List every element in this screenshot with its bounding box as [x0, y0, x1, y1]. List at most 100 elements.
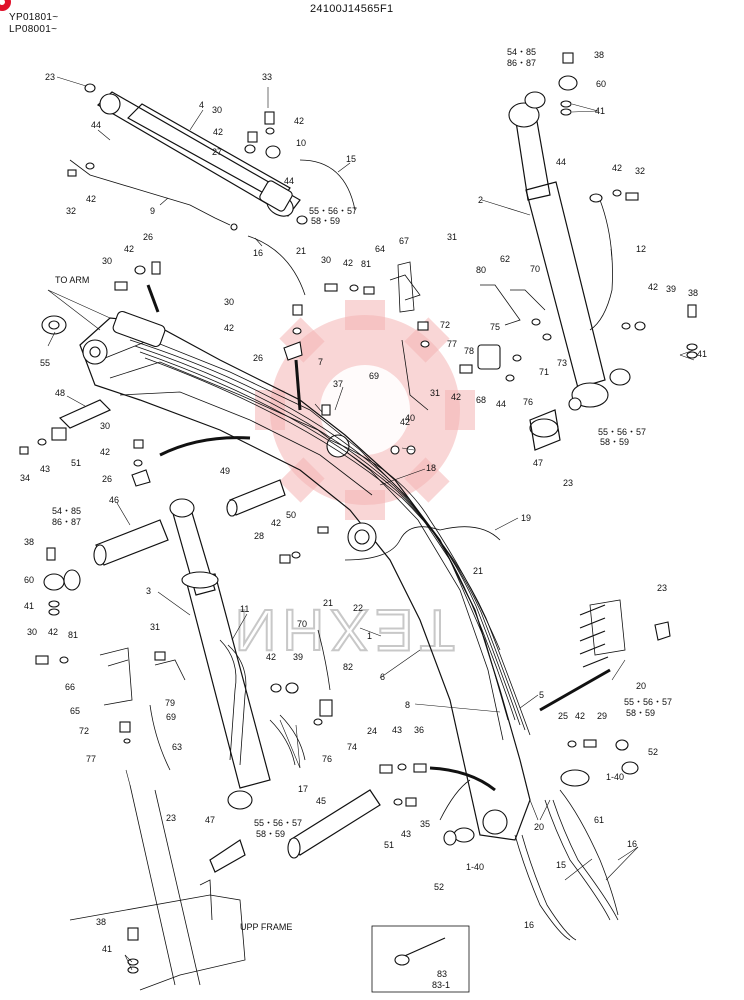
callout-44: 44 — [284, 176, 294, 186]
callout-1: 1 — [367, 631, 372, 641]
callout-25: 25 — [558, 711, 568, 721]
hoses — [149, 159, 619, 941]
callout-15: 15 — [346, 154, 356, 164]
callout-50: 50 — [286, 510, 296, 520]
callout-76: 76 — [322, 754, 332, 764]
callout-32: 32 — [66, 206, 76, 216]
callout-42: 42 — [343, 258, 353, 268]
callout-42: 42 — [86, 194, 96, 204]
callout-41: 41 — [595, 106, 605, 116]
callout-72: 72 — [440, 320, 450, 330]
callout-81: 81 — [68, 630, 78, 640]
callout-30: 30 — [102, 256, 112, 266]
callout-5: 5 — [539, 690, 544, 700]
callout-64: 64 — [375, 244, 385, 254]
watermark-logo: ТЕХНИ — [228, 300, 475, 663]
callout-15: 15 — [556, 860, 566, 870]
callout-30: 30 — [27, 627, 37, 637]
callout-82: 82 — [343, 662, 353, 672]
callout-83-1: 83-1 — [432, 980, 450, 990]
callout-70: 70 — [297, 619, 307, 629]
callout-47: 47 — [533, 458, 543, 468]
callout-44: 44 — [496, 399, 506, 409]
callout-46: 46 — [109, 495, 119, 505]
callout-77: 77 — [447, 339, 457, 349]
callout-70: 70 — [530, 264, 540, 274]
callout-34: 34 — [20, 473, 30, 483]
callout-52: 52 — [648, 747, 658, 757]
pins — [58, 399, 590, 873]
callout-3: 3 — [146, 586, 151, 596]
callout-42: 42 — [266, 652, 276, 662]
callout-31: 31 — [430, 388, 440, 398]
drawing-number: 24100J14565F1 — [310, 3, 394, 15]
callout-43: 43 — [401, 829, 411, 839]
callout-69: 69 — [166, 712, 176, 722]
callout-62: 62 — [500, 254, 510, 264]
callout-2: 2 — [478, 195, 483, 205]
callout-39: 39 — [666, 284, 676, 294]
callout-58-59: 58・59 — [311, 216, 340, 226]
callout-76: 76 — [523, 397, 533, 407]
callout-7: 7 — [318, 357, 323, 367]
callout-26: 26 — [102, 474, 112, 484]
callout-63: 63 — [172, 742, 182, 752]
callout-72: 72 — [79, 726, 89, 736]
callout-42: 42 — [294, 116, 304, 126]
callout-52: 52 — [434, 882, 444, 892]
callout-22: 22 — [353, 603, 363, 613]
leader-lines — [47, 76, 695, 971]
callout-26: 26 — [253, 353, 263, 363]
serial-range-yp: YP01801~ — [9, 12, 59, 23]
callout-54-85: 54・85 — [507, 47, 536, 57]
thick-leaders — [146, 284, 611, 792]
callout-30: 30 — [321, 255, 331, 265]
callout-42: 42 — [48, 627, 58, 637]
callout-55-56-57: 55・56・57 — [598, 427, 646, 437]
callout-75: 75 — [490, 322, 500, 332]
callout-55-56-57: 55・56・57 — [254, 818, 302, 828]
note-to-arm: TO ARM — [55, 275, 89, 285]
callout-73: 73 — [557, 358, 567, 368]
callout-1-40: 1-40 — [606, 772, 624, 782]
callout-58-59: 58・59 — [256, 829, 285, 839]
callout-27: 27 — [212, 147, 222, 157]
callout-43: 43 — [392, 725, 402, 735]
callout-21: 21 — [296, 246, 306, 256]
callout-55: 55 — [40, 358, 50, 368]
boom — [79, 310, 531, 841]
upper-frame-outline — [69, 784, 246, 991]
callout-58-59: 58・59 — [600, 437, 629, 447]
callout-40: 40 — [405, 413, 415, 423]
callout-9: 9 — [150, 206, 155, 216]
callout-30: 30 — [224, 297, 234, 307]
callout-19: 19 — [521, 513, 531, 523]
callout-38: 38 — [24, 537, 34, 547]
callout-6: 6 — [380, 672, 385, 682]
callout-24: 24 — [367, 726, 377, 736]
callout-26: 26 — [143, 232, 153, 242]
callout-42: 42 — [100, 447, 110, 457]
callout-42: 42 — [648, 282, 658, 292]
callout-55-56-57: 55・56・57 — [624, 697, 672, 707]
callout-21: 21 — [473, 566, 483, 576]
callout-32: 32 — [635, 166, 645, 176]
callout-44: 44 — [556, 157, 566, 167]
callout-68: 68 — [476, 395, 486, 405]
callout-23: 23 — [563, 478, 573, 488]
callout-86-87: 86・87 — [507, 58, 536, 68]
callout-80: 80 — [476, 265, 486, 275]
callout-37: 37 — [333, 379, 343, 389]
piping-assembly — [99, 261, 552, 744]
callout-65: 65 — [70, 706, 80, 716]
serial-range-lp: LP08001~ — [9, 24, 58, 35]
callout-31: 31 — [150, 622, 160, 632]
callout-38: 38 — [594, 50, 604, 60]
callout-61: 61 — [594, 815, 604, 825]
note-upp-frame: UPP FRAME — [240, 922, 292, 932]
callout-41: 41 — [102, 944, 112, 954]
callout-44: 44 — [91, 120, 101, 130]
callout-11: 11 — [240, 604, 249, 614]
callout-23: 23 — [166, 813, 176, 823]
